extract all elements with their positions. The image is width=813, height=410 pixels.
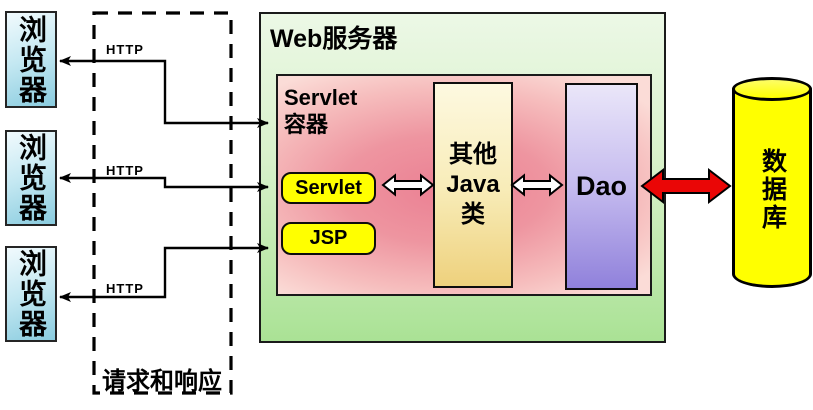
request-response-dashed-box <box>92 11 233 395</box>
request-response-label: 请求和响应 <box>102 368 222 395</box>
http-label-2: HTTP <box>106 163 144 178</box>
browser-box-2: 浏览器 <box>5 130 57 226</box>
jsp-box: JSP <box>281 222 376 255</box>
web-server-title: Web服务器 <box>270 25 398 53</box>
database-label: 数据库 <box>758 147 787 232</box>
jsp-label: JSP <box>309 227 348 249</box>
dao-box: Dao <box>565 83 638 290</box>
dao-label: Dao <box>575 171 627 201</box>
browser-label-1: 浏览器 <box>16 14 47 105</box>
browser-box-1: 浏览器 <box>5 11 57 108</box>
other-java-classes-box: 其他 Java 类 <box>433 82 513 288</box>
servlet-container-title: Servlet 容器 <box>284 84 357 138</box>
browser-label-2: 浏览器 <box>16 133 47 223</box>
http-connector-3 <box>59 243 269 302</box>
servlet-container-title-line1: Servlet <box>284 85 358 110</box>
servlet-label: Servlet <box>295 176 362 199</box>
database-cylinder: 数据库 <box>732 77 812 288</box>
database-cylinder-top <box>732 77 812 101</box>
database-label-wrap: 数据库 <box>732 91 812 288</box>
database-cylinder-body <box>732 89 812 288</box>
http-connector-1 <box>59 56 269 128</box>
servlet-box: Servlet <box>281 172 376 204</box>
other-java-line2: Java <box>446 171 500 198</box>
browser-label-3: 浏览器 <box>16 249 47 339</box>
servlet-container-title-line2: 容器 <box>284 112 329 137</box>
http-label-3: HTTP <box>106 281 144 296</box>
http-label-1: HTTP <box>106 42 144 57</box>
http-connector-2 <box>59 173 269 192</box>
other-java-line1: 其他 <box>449 141 497 168</box>
browser-box-3: 浏览器 <box>5 246 57 342</box>
other-java-line3: 类 <box>461 201 485 228</box>
